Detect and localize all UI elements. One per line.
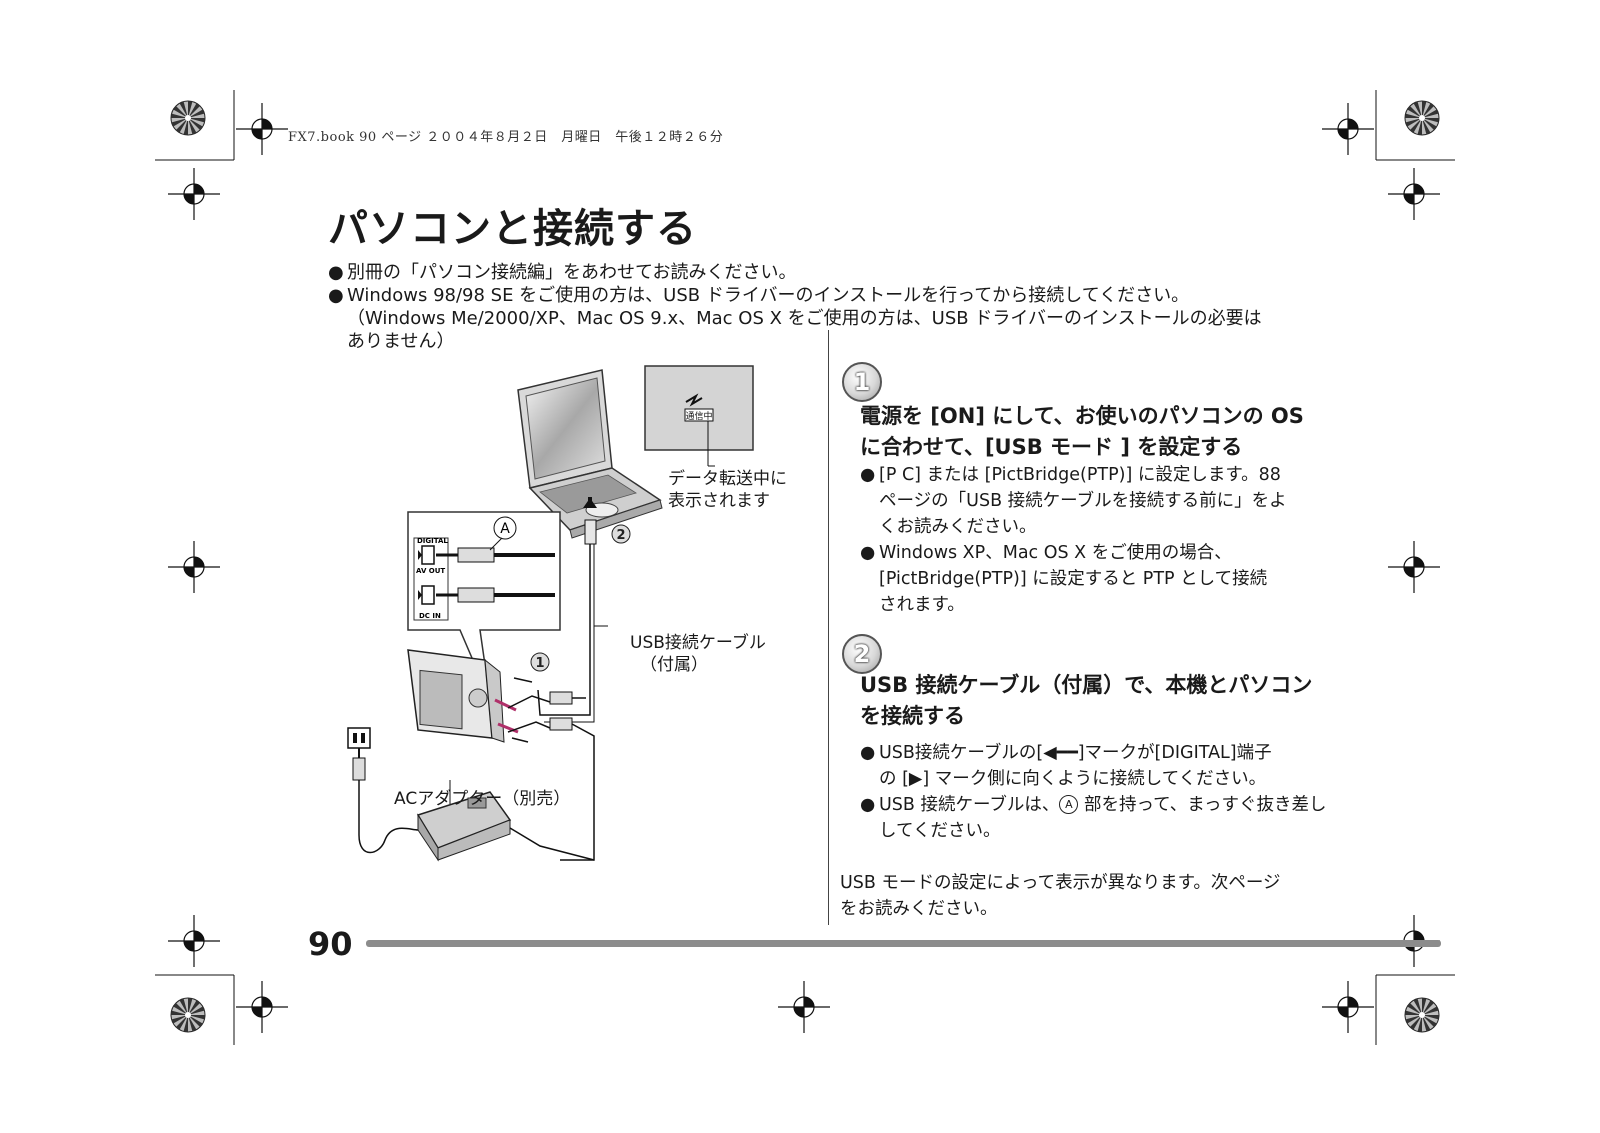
bullet-dot: ●: [860, 465, 876, 485]
usb-cable: 2: [537, 497, 631, 723]
step-1-number: 1: [842, 362, 882, 402]
intro-bullet: ●Windows 98/98 SE をご使用の方は、USB ドライバーのインスト…: [328, 285, 1190, 306]
callout-a-text: A: [500, 521, 510, 537]
intro-note: ありません）: [347, 331, 455, 352]
step-1-bullets: ●[P C] または [PictBridge(PTP)] に設定します。88 ペ…: [860, 462, 1287, 618]
bullet-dot: ●: [860, 743, 876, 763]
page-rule: [366, 940, 1441, 947]
bullet-item: ●USB接続ケーブルの[◀━━]マークが[DIGITAL]端子: [860, 740, 1327, 766]
port-detail-inset: DIGITAL AV OUT DC IN A: [407, 511, 561, 701]
intro-notes: ●別冊の「パソコン接続編」をあわせてお読みください。 ●Windows 98/9…: [328, 261, 1348, 353]
page-number: 90: [308, 925, 353, 963]
step-2-heading: USB 接続ケーブル（付属）で、本機とパソコン を接続する: [860, 673, 1313, 728]
reg-mark: [1321, 102, 1375, 156]
reg-mark: [235, 102, 289, 156]
bullet-dot: ●: [860, 543, 876, 563]
usb-arrow-mark-icon: ◀━━: [1043, 743, 1078, 763]
camera-illustration: 1: [407, 649, 595, 861]
star-mark-bottom-left: [170, 997, 206, 1033]
reg-mark: [777, 980, 831, 1034]
reg-mark: [1387, 167, 1441, 221]
bullet-dot: ●: [328, 285, 344, 306]
star-mark-top-right: [1404, 100, 1440, 136]
step-2-bullets: ●USB接続ケーブルの[◀━━]マークが[DIGITAL]端子 の [▶] マー…: [860, 740, 1327, 844]
callout-a-icon: A: [1059, 795, 1079, 814]
bullet-item: ●Windows XP、Mac OS X をご使用の場合、: [860, 540, 1287, 566]
page-title: パソコンと接続する: [328, 206, 697, 252]
reg-mark: [167, 167, 221, 221]
svg-text:DC IN: DC IN: [419, 612, 441, 620]
intro-bullet: ●別冊の「パソコン接続編」をあわせてお読みください。: [328, 262, 797, 283]
marker-1-text: 1: [535, 656, 544, 671]
star-mark-bottom-right: [1404, 997, 1440, 1033]
column-divider: [828, 330, 829, 925]
bullet-item: ●[P C] または [PictBridge(PTP)] に設定します。88: [860, 462, 1287, 488]
connection-illustration: 通信中 2 DIGITAL AV OUT DC IN A: [347, 365, 754, 862]
running-header: FX7.book 90 ページ ２００４年８月２日 月曜日 午後１２時２６分: [288, 130, 724, 145]
reg-mark: [235, 980, 289, 1034]
bullet-item: ●USB 接続ケーブルは、A 部を持って、まっすぐ抜き差し: [860, 792, 1327, 818]
svg-text:AV OUT: AV OUT: [416, 567, 445, 575]
screen-badge-text: 通信中: [685, 410, 712, 422]
reg-mark: [1321, 980, 1375, 1034]
step-1-heading: 電源を [ON] にして、お使いのパソコンの OS に合わせて、[USB モード…: [860, 404, 1304, 459]
reg-mark: [167, 540, 221, 594]
ac-adapter-label: ACアダプター（別売）: [394, 789, 571, 809]
screen-inset: 通信中: [644, 365, 754, 467]
star-mark-top-left: [170, 100, 206, 136]
transfer-label: データ転送中に 表示されます: [668, 469, 787, 511]
step-2-number: 2: [842, 634, 882, 674]
mode-note: USB モードの設定によって表示が異なります。次ページ をお読みください。: [840, 873, 1281, 919]
crop-lines: [155, 90, 1455, 1045]
svg-text:DIGITAL: DIGITAL: [417, 537, 448, 545]
bullet-dot: ●: [328, 262, 344, 283]
intro-note: （Windows Me/2000/XP、Mac OS 9.x、Mac OS X …: [347, 308, 1262, 329]
bullet-dot: ●: [860, 795, 876, 815]
usb-cable-label: USB接続ケーブル （付属）: [630, 633, 766, 675]
reg-mark: [1387, 540, 1441, 594]
ac-adapter-illustration: [347, 727, 595, 862]
reg-mark: [167, 914, 221, 968]
marker-2-text: 2: [616, 528, 625, 543]
